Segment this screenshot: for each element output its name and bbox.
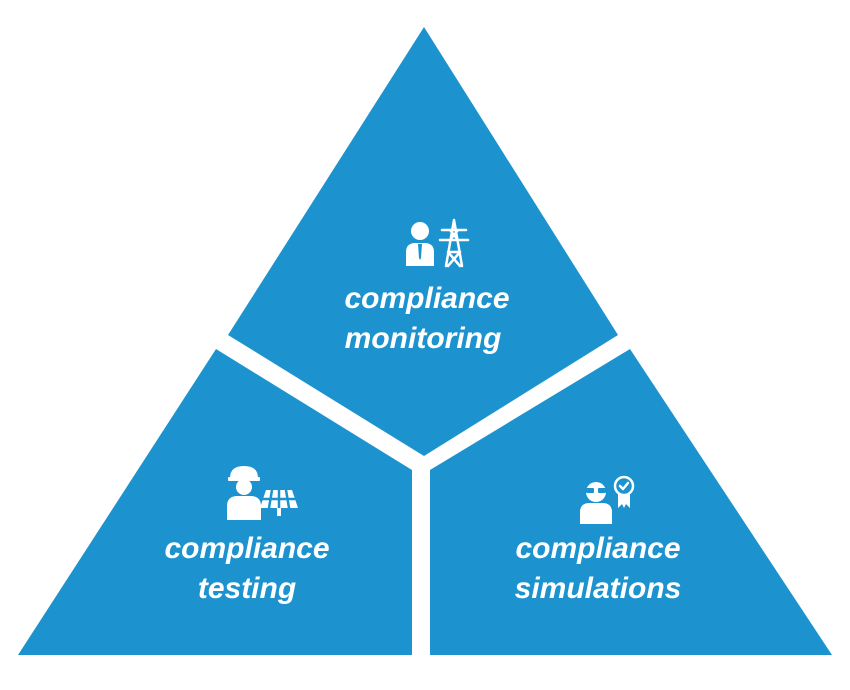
simulations-label-line1: compliance [515,532,680,565]
simulations-label-line2: simulations [515,572,682,605]
monitoring-label-line1: compliance [344,282,509,315]
monitoring-label-line2: monitoring [345,322,502,355]
segment-simulations [430,349,832,655]
person-with-certificate-badge-icon [580,475,635,524]
engineer-with-power-pylon-icon [406,218,470,268]
testing-label-line1: compliance [164,532,329,565]
worker-with-solar-panel-icon [227,466,298,520]
segment-monitoring [228,27,618,456]
testing-label-line2: testing [198,572,296,605]
segment-testing [18,349,412,655]
